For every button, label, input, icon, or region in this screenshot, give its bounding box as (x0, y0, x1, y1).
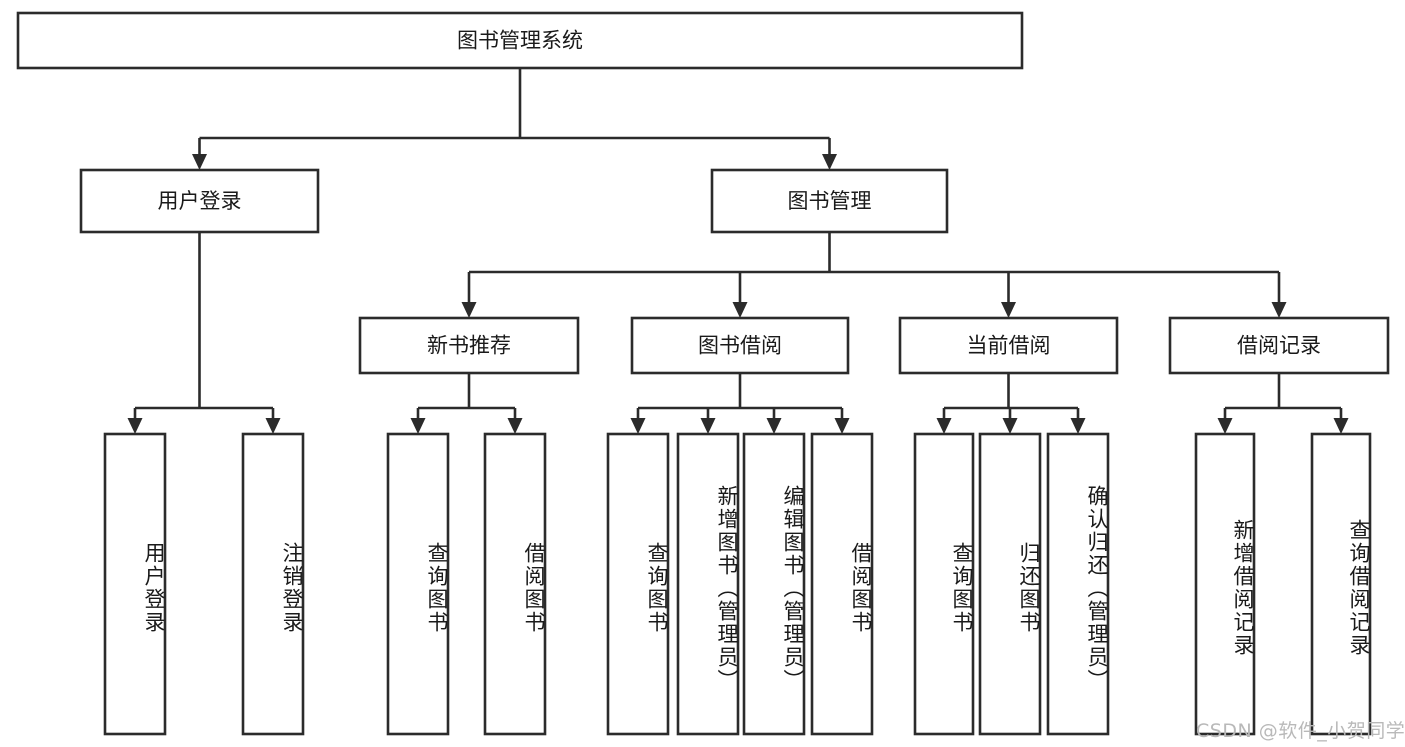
node-box-leaf-return-book[interactable] (978, 432, 1042, 736)
node-box-new-book-recommend[interactable] (358, 316, 580, 375)
node-box-book-manage[interactable] (710, 168, 949, 234)
node-label-root: 图书管理系统 (457, 29, 583, 53)
book-borrow-to-leaf-edit-book-arrowhead (766, 418, 782, 434)
node-label-user-login: 用户登录 (158, 189, 242, 213)
node-box-leaf-query-book-2[interactable] (606, 432, 670, 736)
node-box-leaf-query-book-3[interactable] (913, 432, 975, 736)
node-box-root[interactable] (16, 11, 1024, 70)
new-book-recommend-to-leaf-borrow-book-1-arrowhead (507, 418, 523, 434)
current-borrow-to-leaf-return-book-arrowhead (1002, 418, 1018, 434)
book-manage-to-book-borrow-arrowhead (732, 302, 748, 318)
current-borrow-to-leaf-confirm-return-arrowhead (1070, 418, 1086, 434)
node-box-leaf-edit-book[interactable] (742, 432, 806, 736)
root-to-book-manage-arrowhead (822, 154, 837, 170)
node-box-leaf-user-login[interactable] (103, 432, 167, 736)
node-box-leaf-confirm-return[interactable] (1046, 432, 1110, 736)
node-label-borrow-record: 借阅记录 (1237, 334, 1321, 358)
user-login-to-leaf-logout-arrowhead (265, 418, 281, 434)
book-manage-to-new-book-recommend-arrowhead (461, 302, 477, 318)
current-borrow-to-leaf-query-book-3-arrowhead (936, 418, 952, 434)
node-box-user-login[interactable] (79, 168, 320, 234)
connector-layer (127, 68, 1349, 434)
borrow-record-to-leaf-add-record-arrowhead (1217, 418, 1233, 434)
node-label-current-borrow: 当前借阅 (967, 334, 1051, 358)
node-box-layer (16, 11, 1390, 736)
book-borrow-to-leaf-query-book-2-arrowhead (630, 418, 646, 434)
book-manage-to-current-borrow-arrowhead (1001, 302, 1016, 318)
node-box-leaf-add-book[interactable] (676, 432, 740, 736)
borrow-record-to-leaf-query-record-arrowhead (1333, 418, 1349, 434)
node-box-leaf-query-record[interactable] (1310, 432, 1372, 736)
node-box-borrow-record[interactable] (1168, 316, 1390, 375)
node-box-current-borrow[interactable] (898, 316, 1119, 375)
book-borrow-to-leaf-add-book-arrowhead (700, 418, 716, 434)
node-box-leaf-logout[interactable] (241, 432, 305, 736)
user-login-to-leaf-user-login-arrowhead (127, 418, 143, 434)
watermark-text: CSDN @软件_小贺同学 (1196, 720, 1405, 742)
book-borrow-to-leaf-borrow-book-2-arrowhead (834, 418, 850, 434)
node-label-book-borrow: 图书借阅 (698, 334, 782, 358)
node-label-new-book-recommend: 新书推荐 (427, 334, 511, 358)
node-box-leaf-borrow-book-1[interactable] (483, 432, 547, 736)
node-box-leaf-borrow-book-2[interactable] (810, 432, 874, 736)
book-manage-to-borrow-record-arrowhead (1271, 302, 1287, 318)
node-box-leaf-add-record[interactable] (1194, 432, 1256, 736)
node-label-book-manage: 图书管理 (788, 189, 872, 213)
root-to-user-login-arrowhead (192, 154, 207, 170)
node-box-book-borrow[interactable] (630, 316, 850, 375)
node-box-leaf-query-book-1[interactable] (386, 432, 450, 736)
new-book-recommend-to-leaf-query-book-1-arrowhead (410, 418, 426, 434)
